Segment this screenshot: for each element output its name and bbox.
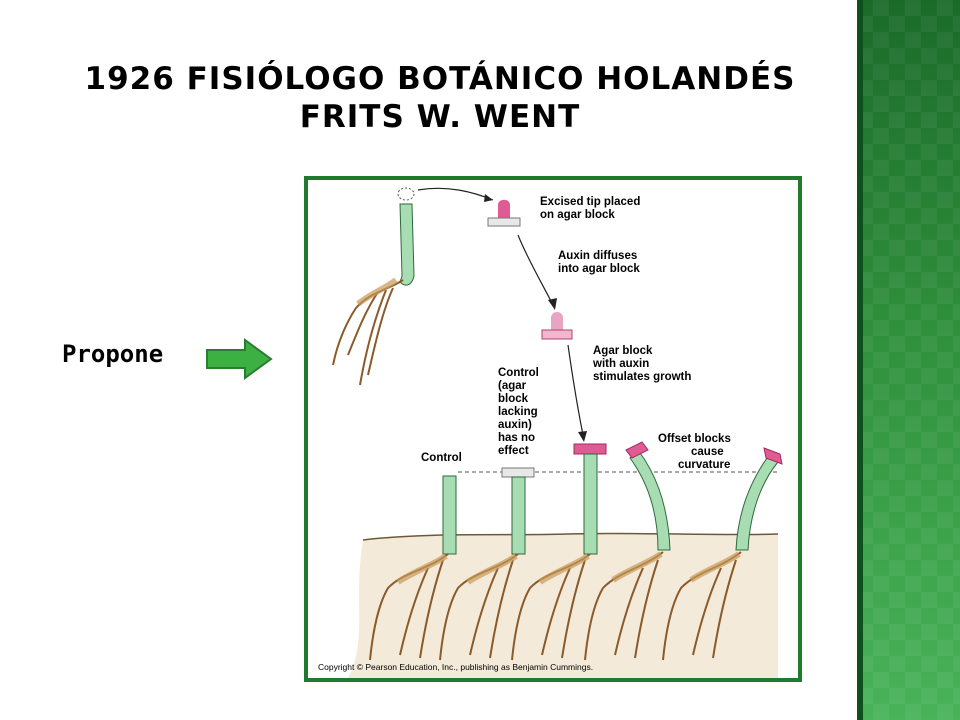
seedling-offset-1 [584, 441, 671, 661]
decorative-side-band [857, 0, 960, 720]
right-arrow-icon [206, 338, 273, 380]
label-offset-2: cause [691, 446, 724, 458]
slide-title: 1926 FISIÓLOGO BOTÁNICO HOLANDÉS FRITS W… [40, 60, 840, 136]
label-ctrl2-3: block [498, 393, 529, 405]
side-label: Propone [62, 340, 164, 368]
label-ctrl2-4: lacking [498, 406, 538, 418]
curved-arrow-2 [517, 234, 554, 306]
label-agar-2: with auxin [592, 358, 649, 370]
label-agar-1: Agar block [593, 345, 653, 357]
seedling-control [369, 475, 457, 661]
label-agar-3: stimulates growth [593, 371, 691, 383]
agar-block-with-auxin [541, 312, 573, 340]
went-experiment-figure: Excised tip placed on agar block Auxin d… [304, 176, 802, 682]
label-control: Control [421, 452, 462, 464]
label-offset-1: Offset blocks [658, 433, 731, 445]
label-ctrl2-2: (agar [498, 380, 527, 392]
label-offset-3: curvature [678, 459, 730, 471]
label-diffuses-2: into agar block [558, 263, 640, 275]
soil-surface [362, 532, 779, 541]
seedling-plain-block [439, 467, 535, 661]
seedling-offset-2 [662, 447, 783, 661]
copyright-text: Copyright © Pearson Education, Inc., pub… [318, 662, 593, 672]
curved-arrow-3 [567, 344, 584, 436]
excised-tip-on-block [487, 199, 521, 227]
label-diffuses-1: Auxin diffuses [558, 250, 637, 262]
seedling-auxin-block [511, 443, 607, 661]
title-line-2: FRITS W. WENT [299, 99, 581, 135]
experiment-diagram: Excised tip placed on agar block Auxin d… [318, 187, 783, 678]
label-excised-2: on agar block [540, 209, 615, 221]
label-ctrl2-6: has no [498, 432, 535, 444]
label-ctrl2-7: effect [498, 445, 529, 457]
label-ctrl2-5: auxin) [498, 419, 532, 431]
seedling-cut-tip [332, 187, 415, 386]
label-ctrl2-1: Control [498, 367, 539, 379]
label-excised-1: Excised tip placed [540, 196, 640, 208]
curved-arrow-1 [417, 187, 494, 201]
soil [348, 533, 778, 678]
title-line-1: 1926 FISIÓLOGO BOTÁNICO HOLANDÉS [84, 61, 796, 97]
